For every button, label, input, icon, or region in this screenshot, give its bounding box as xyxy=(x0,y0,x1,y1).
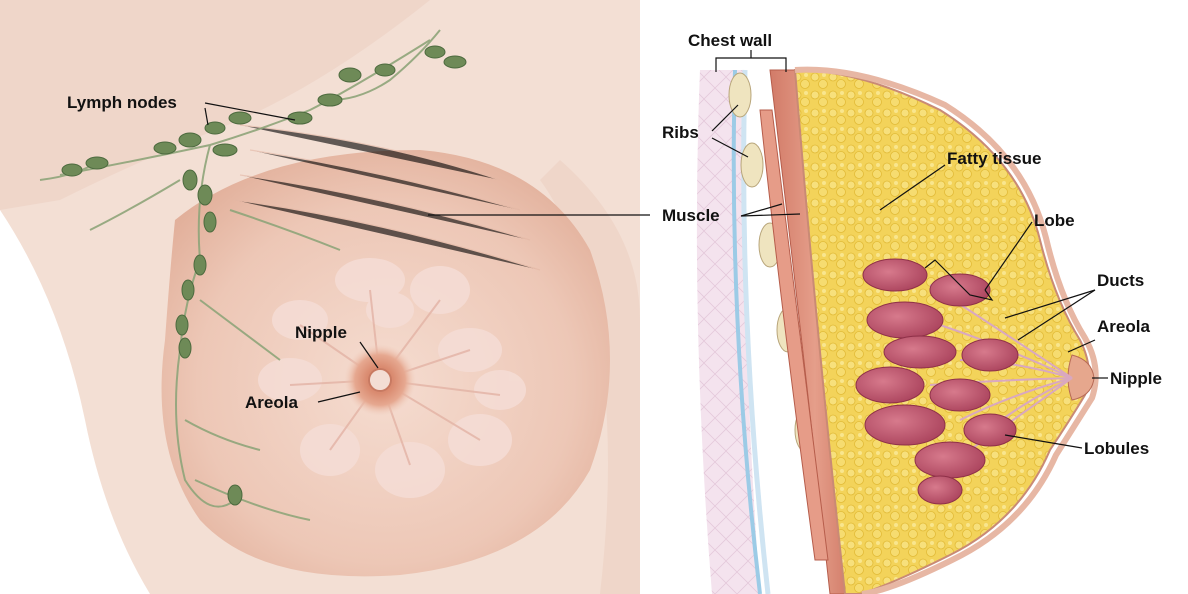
label-fatty-tissue: Fatty tissue xyxy=(947,149,1041,168)
label-nipple-front: Nipple xyxy=(295,323,347,342)
front-view-panel xyxy=(0,0,640,594)
label-chest-wall: Chest wall xyxy=(688,31,772,50)
nipple-front xyxy=(369,369,391,391)
label-areola-side: Areola xyxy=(1097,317,1150,336)
label-lymph-nodes: Lymph nodes xyxy=(67,93,177,112)
label-nipple-side: Nipple xyxy=(1110,369,1162,388)
label-muscle: Muscle xyxy=(662,206,720,225)
label-ducts: Ducts xyxy=(1097,271,1144,290)
label-ribs: Ribs xyxy=(662,123,699,142)
label-areola-front: Areola xyxy=(245,393,298,412)
side-view-panel xyxy=(640,0,1188,594)
label-lobules: Lobules xyxy=(1084,439,1149,458)
label-lobe: Lobe xyxy=(1034,211,1075,230)
